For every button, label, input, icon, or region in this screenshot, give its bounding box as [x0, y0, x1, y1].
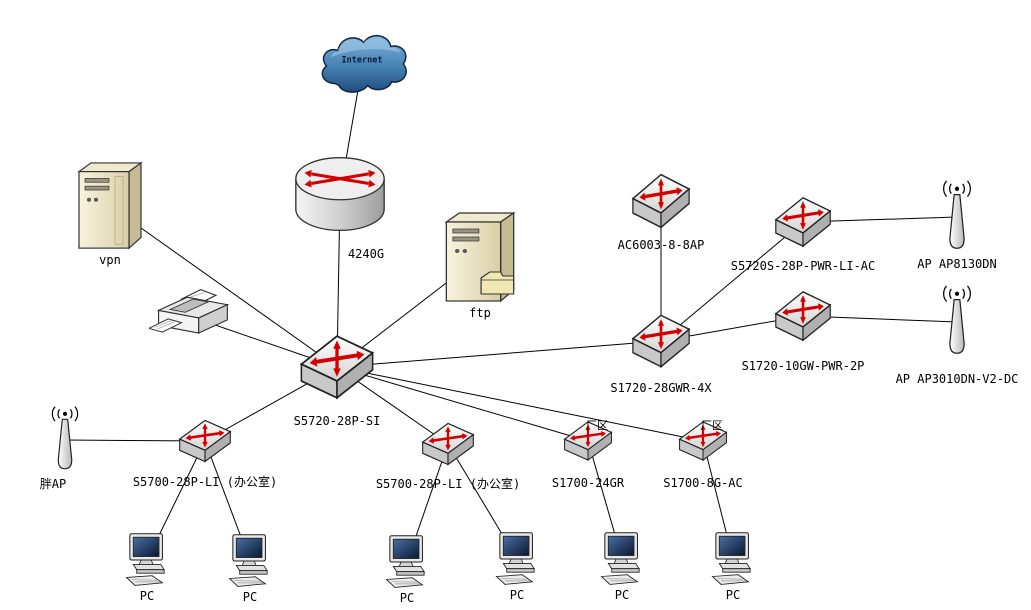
edge-vpn-server--core-switch [109, 205, 338, 368]
node-pc3[interactable]: PC [383, 534, 431, 605]
node-label: PC [242, 590, 258, 604]
node-ap3010[interactable]: AP AP3010DN-V2-DC [896, 283, 1018, 386]
node-vpn-server[interactable]: vpn [75, 160, 145, 267]
switch-icon [178, 413, 232, 469]
node-label: S1720-10GW-PWR-2P [741, 359, 865, 373]
node-pc4[interactable]: PC [493, 531, 541, 602]
node-label: AC6003-8-8AP [617, 238, 705, 252]
pc-icon [709, 531, 757, 587]
edge-core-switch--s1700-8g-ac [336, 366, 704, 442]
node-label: AP AP3010DN-V2-DC [895, 372, 1019, 386]
node-core-switch[interactable]: S5720-28P-SI [294, 325, 380, 428]
node-printer[interactable] [149, 284, 235, 350]
node-label: S1720-28GWR-4X [610, 381, 712, 395]
node-badge: 厂区 [586, 419, 608, 432]
node-label: Internet [341, 55, 383, 66]
pc-icon [383, 534, 431, 590]
ap-icon [938, 178, 976, 256]
node-pc5[interactable]: PC [598, 531, 646, 602]
node-ac6003[interactable]: AC6003-8-8AP [618, 165, 704, 252]
node-label: 4240G [347, 247, 385, 261]
node-label: S5720-28P-SI [293, 414, 381, 428]
node-label: ftp [469, 305, 491, 320]
node-label: vpn [99, 253, 121, 267]
node-label: PC [399, 591, 415, 605]
node-fat-ap[interactable]: 胖AP [40, 404, 83, 491]
node-router-4240g[interactable]: 4240G [292, 150, 388, 261]
node-label: PC [725, 588, 741, 602]
node-label: 胖AP [39, 477, 67, 491]
edge-core-switch--s1720-28gwr [336, 340, 662, 368]
server-folder-icon [442, 210, 518, 305]
node-label: S5700-28P-LI (办公室) [375, 477, 521, 491]
node-label: S5700-28P-LI (办公室) [132, 475, 278, 489]
switch-icon [774, 189, 832, 255]
edge-s1720-28gwr--s5720s-28p-pwr [660, 221, 804, 342]
pc-icon [598, 531, 646, 587]
node-ap8130[interactable]: AP AP8130DN [917, 178, 997, 271]
node-label: PC [614, 588, 630, 602]
ap-icon [47, 404, 83, 476]
node-label: S1700-8G-AC [663, 476, 743, 490]
pc-icon [493, 531, 541, 587]
node-label: AP AP8130DN [917, 257, 997, 271]
node-s1720-28gwr[interactable]: S1720-28GWR-4X [610, 306, 712, 395]
switch-icon [299, 325, 375, 409]
node-ftp-server[interactable]: ftp [442, 210, 518, 319]
printer-icon [149, 284, 235, 350]
cloud-icon [314, 28, 410, 106]
node-badge: 厂区 [701, 419, 723, 432]
server-icon [75, 160, 145, 252]
node-s1720-10gw-pwr[interactable]: S1720-10GW-PWR-2P [742, 283, 864, 373]
ap-icon [938, 283, 976, 361]
node-internet[interactable]: Internet [314, 28, 410, 106]
switch-icon [631, 165, 691, 237]
pc-icon [226, 533, 274, 589]
switch-icon [421, 416, 475, 472]
router-icon [292, 150, 388, 238]
pc-icon [123, 532, 171, 588]
switch-icon [563, 415, 613, 467]
node-pc2[interactable]: PC [226, 533, 274, 604]
node-s1700-24gr[interactable]: S1700-24GR 厂区 [552, 415, 624, 490]
node-label: PC [509, 588, 525, 602]
node-pc6[interactable]: PC [709, 531, 757, 602]
switch-icon [678, 415, 728, 467]
node-s5720s-28p-pwr[interactable]: S5720S-28P-PWR-LI-AC [731, 189, 875, 273]
node-label: S1700-24GR [551, 476, 625, 490]
switch-icon [631, 306, 691, 376]
node-s5700-office-1[interactable]: S5700-28P-LI (办公室) [133, 413, 277, 489]
node-s1700-8g-ac[interactable]: S1700-8G-AC 厂区 [663, 415, 742, 490]
node-label: PC [139, 589, 155, 603]
node-pc1[interactable]: PC [123, 532, 171, 603]
node-label: S5720S-28P-PWR-LI-AC [730, 259, 876, 273]
edge-core-switch--s1700-24gr [336, 366, 589, 442]
switch-icon [774, 283, 832, 349]
node-s5700-office-2[interactable]: S5700-28P-LI (办公室) [376, 416, 520, 491]
